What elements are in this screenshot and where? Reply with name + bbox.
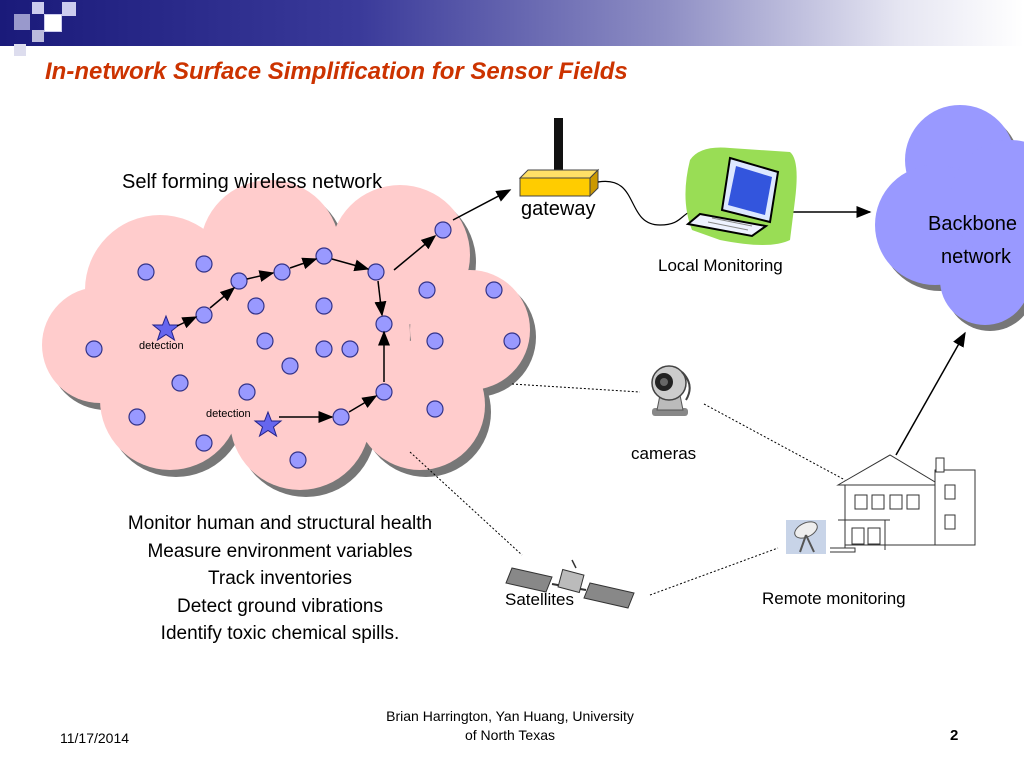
sensor-node — [315, 297, 333, 315]
application-item: Track inventories — [208, 568, 352, 589]
sensor-node — [375, 315, 393, 333]
sensor-node — [332, 408, 350, 426]
sensor-node — [341, 340, 359, 358]
wireless-links — [409, 383, 846, 596]
application-item: Measure environment variables — [147, 540, 413, 562]
sensor-nodes — [85, 221, 521, 469]
gateway-cable — [597, 180, 701, 226]
header-bar — [0, 0, 1024, 46]
sensor-node — [367, 263, 385, 281]
sensor-node — [426, 332, 444, 350]
footer-author-line: of North Texas — [464, 727, 555, 743]
detection-star-icon — [253, 410, 283, 438]
backbone-label-line1: Backbone — [928, 213, 1017, 235]
sensor-node — [418, 281, 436, 299]
detection-label: detection — [139, 340, 184, 352]
applications-list: Monitor human and structural health Meas… — [80, 510, 480, 648]
sensor-node — [281, 357, 299, 375]
sensor-node — [503, 332, 521, 350]
sensor-cloud — [42, 180, 536, 497]
sensor-node — [195, 255, 213, 273]
sensor-node — [426, 400, 444, 418]
footer-date: 11/17/2014 — [60, 730, 130, 746]
house-icon — [830, 454, 976, 553]
backbone-cloud — [875, 105, 1024, 331]
laptop-icon — [685, 147, 797, 245]
gateway-label: gateway — [521, 198, 596, 220]
satellites-label: Satellites — [505, 590, 574, 609]
sensor-node — [434, 221, 452, 239]
dish-icon — [786, 520, 826, 554]
local-monitoring-label: Local Monitoring — [658, 256, 783, 275]
sensor-node — [289, 451, 307, 469]
sensor-node — [247, 297, 265, 315]
remote-monitoring-label: Remote monitoring — [762, 589, 906, 608]
detection-star-icon — [151, 314, 181, 342]
sensor-node — [315, 247, 333, 265]
footer-author: Brian Harrington, Yan Huang, University … — [340, 707, 680, 745]
network-label: Self forming wireless network — [122, 171, 383, 193]
sensor-node — [273, 263, 291, 281]
sensor-node — [85, 340, 103, 358]
sensor-node — [375, 383, 393, 401]
footer-author-line: Brian Harrington, Yan Huang, University — [386, 708, 634, 724]
sensor-node — [171, 374, 189, 392]
camera-icon — [651, 365, 691, 416]
application-item: Detect ground vibrations — [177, 595, 383, 617]
sensor-node — [315, 340, 333, 358]
sensor-node — [485, 281, 503, 299]
application-item: Monitor human and structural health — [127, 513, 433, 534]
application-item: Identify toxic chemical spills. — [160, 623, 400, 644]
title-decoration — [0, 0, 80, 60]
sensor-node — [128, 408, 146, 426]
sensor-node — [256, 332, 274, 350]
cameras-label: cameras — [631, 444, 697, 463]
sensor-node — [238, 383, 256, 401]
sensor-node — [195, 434, 213, 452]
page-number: 2 — [950, 727, 959, 744]
detection-label: detection — [206, 408, 251, 420]
gateway-icon — [518, 118, 600, 198]
sensor-node — [137, 263, 155, 281]
satellite-icon — [505, 559, 635, 609]
detection-stars — [151, 314, 283, 438]
slide-title: In-network Surface Simplification for Se… — [45, 58, 628, 85]
sensor-node — [230, 272, 248, 290]
sensor-node — [195, 306, 213, 324]
backbone-label-line2: network — [941, 246, 1012, 268]
